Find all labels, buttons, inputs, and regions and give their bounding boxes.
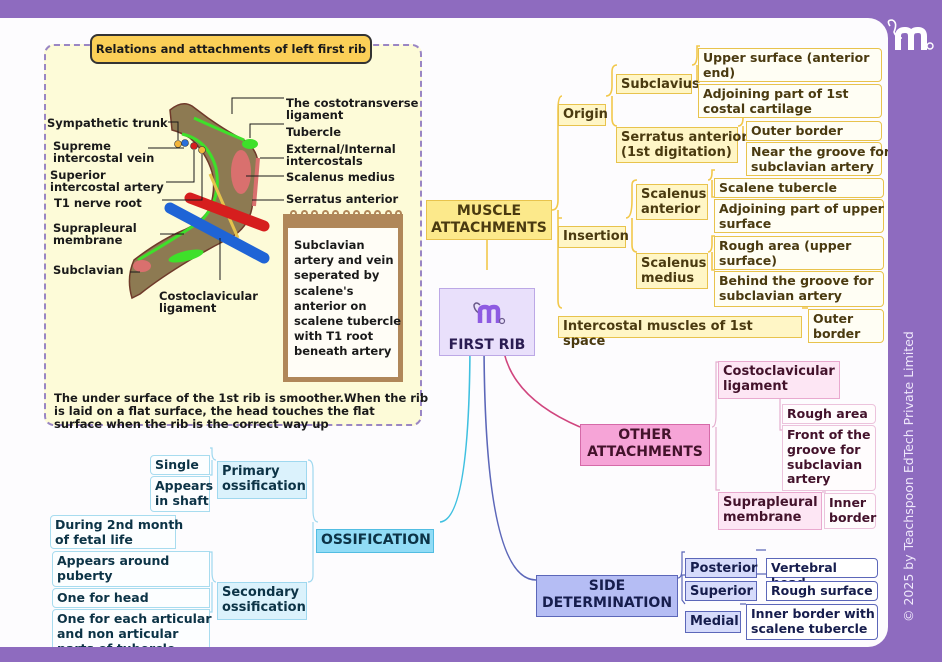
side-row-posterior-value[interactable]: Vertebral head [766,558,878,590]
label-costotransverse-ligament: The costotransverse ligament [286,96,419,123]
primary-sub-item[interactable]: During 2nd month of fetal life [50,515,183,549]
costoclavicular-node[interactable]: Costoclavicular ligament [718,361,840,399]
artery-dot [190,142,198,150]
costoclavicular-item-1[interactable]: Rough area [782,404,876,424]
subclavian-patch [133,260,151,272]
suprapleural-item-1[interactable]: Inner border [824,493,876,529]
primary-item-2[interactable]: Appears in shaft [150,476,213,512]
connector-insertion [625,179,638,253]
nerve-dot [198,146,206,154]
costoclavicular-item-2[interactable]: Front of the groove for subclavian arter… [782,425,876,491]
side-row-superior-value[interactable]: Rough surface [766,581,878,601]
scalenus-medius-node[interactable]: Scalenus medius [636,253,708,289]
label-subclavian: Subclavian [53,263,124,277]
first-rib-illustration [128,97,284,300]
intercostal-edge [252,157,260,207]
secondary-ossification-node[interactable]: Secondary ossification [217,582,307,620]
copyright-text: © 2025 by Teachspoon EdTech Private Limi… [901,331,916,622]
vein-dot [181,139,189,147]
primary-item-1[interactable]: Single [150,455,210,475]
scalenus-medius-item-2[interactable]: Behind the groove for subclavian artery [714,271,884,307]
tubercle-patch [242,139,258,149]
subclavius-item-1[interactable]: Upper surface (anterior end) [698,48,882,82]
sympathetic-dot [174,140,182,148]
label-suprapleural-membrane: Suprapleural membrane [53,221,137,248]
side-row-medial-label[interactable]: Medial [685,611,741,633]
connector-scal-med [707,235,715,271]
rib-green-top [193,116,245,142]
suprapleural-node[interactable]: Suprapleural membrane [718,492,822,530]
ossification-node[interactable]: OSSIFICATION [316,529,434,553]
side-determination-node[interactable]: SIDE DETERMINATION [536,575,678,617]
costoclavicular-patch [168,249,204,263]
serratus-item-1[interactable]: Outer border [746,121,882,141]
scalenus-anterior-item-1[interactable]: Scalene tubercle [714,178,884,198]
side-row-medial-value[interactable]: Inner border with scalene tubercle [746,604,878,640]
notepad-rings [290,210,402,224]
notepad: Subclavian artery and vein seperated by … [283,214,403,382]
connector-center-ossification [439,337,471,523]
secondary-item-2[interactable]: One for head [52,588,210,608]
medistudygo-logo-icon [473,302,506,325]
secondary-item-3[interactable]: One for each articular and non articular… [52,609,212,647]
connector-serratus [737,112,747,141]
subclavian-artery [184,192,270,232]
rib-green-line [137,132,219,262]
brand-logo-icon [887,19,934,50]
label-serratus-anterior: Serratus anterior [286,192,399,206]
subclavius-item-2[interactable]: Adjoining part of 1st costal cartilage [698,84,882,118]
other-attachments-node[interactable]: OTHER ATTACHMENTS [580,424,710,466]
connector-center-side [483,337,537,581]
scalenus-anterior-node[interactable]: Scalenus anterior [636,184,708,220]
label-superior-intercostal-artery: Superior intercostal artery [50,168,164,195]
connector-muscle-branches [551,95,563,309]
label-sympathetic-trunk: Sympathetic trunk [47,116,168,130]
muscle-attachments-node[interactable]: MUSCLE ATTACHMENTS [426,200,552,240]
label-intercostals: External/Internal intercostals [286,142,396,169]
connector-origin [605,64,618,127]
origin-node[interactable]: Origin [558,104,608,126]
scalenus-medius-item-1[interactable]: Rough area (upper surface) [714,236,884,270]
label-costoclavicular-ligament: Costoclavicular ligament [159,289,258,316]
secondary-item-1[interactable]: Appears around puberty [52,551,210,587]
label-scalenus-medius: Scalenus medius [286,170,395,184]
central-topic-title: FIRST RIB [448,337,526,353]
subclavian-vein [164,202,270,264]
label-supreme-intercostal-vein: Supreme intercostal vein [53,139,155,166]
scalenus-anterior-item-2[interactable]: Adjoining part of upper surface [714,199,884,233]
serratus-item-2[interactable]: Near the groove for subclavian artery [746,142,888,176]
insertion-node[interactable]: Insertion [558,226,629,248]
scalenus-medius-patch [231,150,251,194]
rib-diagram-title: Relations and attachments of left first … [90,34,372,64]
serratus-anterior-node[interactable]: Serratus anterior (1st digitation) [616,127,748,163]
rib-footnote: The under surface of the 1st rib is smoo… [54,391,429,431]
side-row-superior-label[interactable]: Superior [685,581,757,601]
subclavius-node[interactable]: Subclavius [616,74,700,94]
notepad-text: Subclavian artery and vein seperated by … [294,238,402,359]
primary-ossification-node[interactable]: Primary ossification [217,461,307,499]
connector-subclavius [691,45,700,83]
content-card: Relations and attachments of left first … [0,18,888,647]
label-tubercle: Tubercle [286,125,342,139]
side-row-posterior-label[interactable]: Posterior [685,558,757,578]
label-t1-nerve-root: T1 nerve root [54,196,142,210]
intercostal-item-1[interactable]: Outer border [808,309,884,343]
central-topic-first-rib[interactable]: FIRST RIB [439,288,535,356]
intercostal-muscles-node[interactable]: Intercostal muscles of 1st space [558,316,802,349]
